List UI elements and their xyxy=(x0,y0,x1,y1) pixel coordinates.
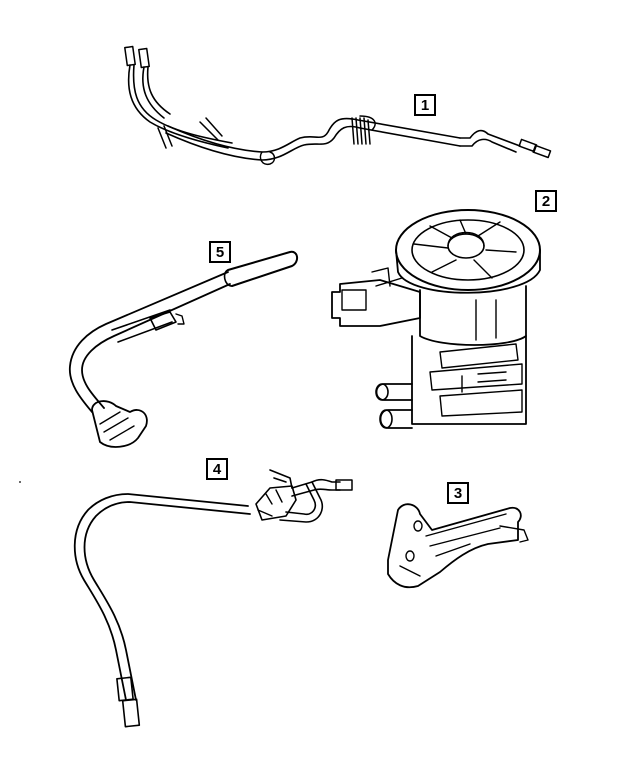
hose-elbow-part-5 xyxy=(69,250,298,448)
callout-part-5: 5 xyxy=(209,241,231,263)
mounting-bracket-part-3 xyxy=(387,503,529,589)
callout-part-3: 3 xyxy=(447,482,469,504)
callout-part-1: 1 xyxy=(414,94,436,116)
callout-part-4: 4 xyxy=(206,458,228,480)
wiring-harness-part-1 xyxy=(124,45,552,166)
purge-solenoid-part-2 xyxy=(331,209,541,429)
hose-assembly-part-4 xyxy=(73,469,353,728)
callout-part-2: 2 xyxy=(535,190,557,212)
stray-mark xyxy=(19,481,21,483)
